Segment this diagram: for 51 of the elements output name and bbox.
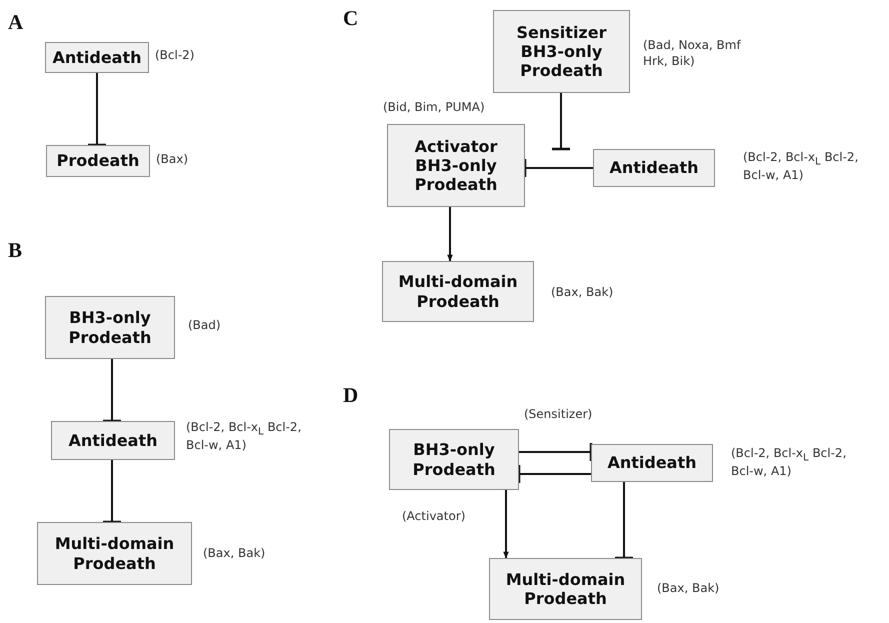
protein-list: (Bid, Bim, PUMA): [383, 100, 485, 116]
protein-list: (Bad): [188, 318, 221, 334]
inhibition-line: [524, 158, 593, 178]
edge-label: (Activator): [402, 509, 466, 525]
box-text: Antideath: [609, 158, 699, 178]
panel-letter: A: [8, 10, 24, 35]
process-box: [45, 296, 175, 359]
process-box: [387, 124, 525, 207]
protein-list: (Bcl-2): [155, 48, 194, 64]
process-box: [593, 149, 715, 187]
protein-list: (Bax): [156, 152, 188, 168]
box-text: Antideath: [607, 453, 697, 473]
box-text: BH3-only Prodeath: [68, 308, 152, 347]
process-box: [46, 145, 150, 177]
process-box: [382, 261, 534, 322]
arrow: [447, 207, 453, 262]
process-box: [37, 522, 192, 585]
protein-list: (Bax, Bak): [551, 285, 614, 301]
protein-list: (Bcl-2, Bcl-x$_{L}$ Bcl-2, Bcl-w, A1): [743, 150, 867, 184]
protein-list: (Bcl-2, Bcl-x$_{L}$ Bcl-2, Bcl-w, A1): [731, 446, 855, 480]
box-text: Antideath: [52, 48, 142, 68]
protein-list: (Bax, Bak): [203, 546, 266, 562]
process-box: [489, 558, 642, 620]
panel-letter: D: [343, 383, 358, 408]
process-box: [493, 10, 630, 93]
process-box: [51, 421, 175, 460]
process-box: [591, 444, 713, 482]
box-text: Antideath: [68, 430, 158, 450]
box-text: Sensitizer BH3-only Prodeath: [516, 22, 608, 80]
arrow: [503, 490, 509, 559]
process-box: [389, 429, 519, 490]
panel-letter: C: [343, 6, 358, 31]
protein-list: (Bad, Noxa, Bmf Hrk, Bik): [643, 38, 755, 70]
inhibition-line: [519, 442, 592, 462]
box-text: Multi-domain Prodeath: [54, 534, 176, 573]
inhibition-line: [518, 464, 591, 484]
box-text: Multi-domain Prodeath: [504, 570, 626, 608]
box-text: Prodeath: [56, 151, 140, 171]
protein-list: (Bax, Bak): [657, 581, 720, 597]
panel-letter: B: [8, 238, 22, 263]
box-text: Activator BH3-only Prodeath: [414, 136, 498, 194]
inhibition-line: [550, 93, 572, 150]
box-text: Multi-domain Prodeath: [397, 272, 519, 311]
inhibition-line: [86, 73, 108, 146]
edge-label: (Sensitizer): [524, 407, 592, 423]
box-text: BH3-only Prodeath: [412, 440, 496, 479]
process-box: [45, 42, 149, 73]
protein-list: (Bcl-2, Bcl-x$_{L}$ Bcl-2, Bcl-w, A1): [186, 420, 310, 454]
inhibition-line: [102, 460, 122, 524]
inhibition-line: [102, 359, 122, 422]
inhibition-line: [614, 482, 634, 560]
